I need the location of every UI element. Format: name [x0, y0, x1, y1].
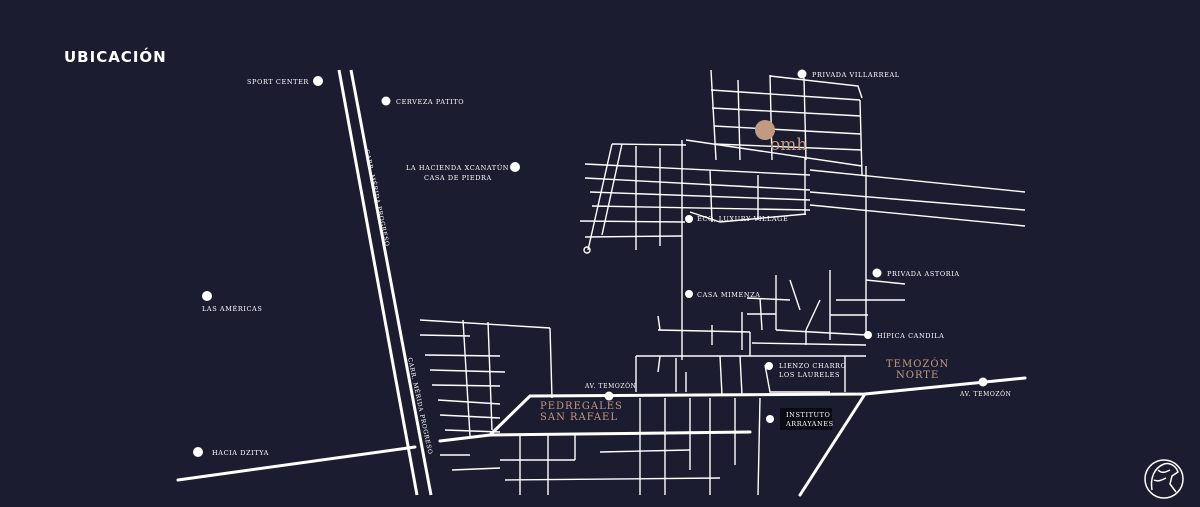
- road-label-av-temozon-left: AV. TEMOZÓN: [584, 382, 637, 390]
- label-las-americas: LAS AMÉRICAS: [202, 304, 262, 313]
- label-hacienda-line2: CASA DE PIEDRA: [424, 174, 492, 182]
- label-hacia-dzitya: HACIA DZITYA: [212, 449, 269, 457]
- marker-sport-center[interactable]: [313, 76, 323, 86]
- marker-lienzo-charro[interactable]: [765, 362, 773, 370]
- marker-cerveza-patito[interactable]: [381, 96, 391, 106]
- horse-head-icon: [1144, 459, 1184, 499]
- marker-hacienda-xcanatun[interactable]: [510, 162, 520, 172]
- marker-hipica-candila[interactable]: [864, 331, 872, 339]
- marker-las-americas[interactable]: [202, 291, 212, 301]
- place-markers: [193, 69, 988, 457]
- highway-carr-merida-progreso: [337, 69, 433, 496]
- label-cerveza-patito: CERVEZA PATITO: [396, 98, 464, 106]
- marker-casa-mimenza[interactable]: [685, 290, 693, 298]
- area-pedregales-line1: PEDREGALES: [540, 401, 623, 412]
- marker-instituto-arrayanes[interactable]: [766, 415, 774, 423]
- label-lienzo-line1: LIENZO CHARRO: [779, 362, 846, 370]
- area-temozon-line1: TEMOZÓN: [886, 358, 949, 370]
- area-temozon-line2: NORTE: [896, 370, 939, 381]
- marker-privada-villarreal[interactable]: [797, 69, 807, 79]
- label-privada-astoria: PRIVADA ASTORIA: [887, 270, 960, 278]
- main-roads: [176, 376, 1027, 497]
- label-casa-mimenza: CASA MIMENZA: [697, 291, 761, 299]
- street-grid: [419, 69, 1026, 496]
- marker-av-temozon-right[interactable]: [978, 377, 988, 387]
- label-hacienda-line1: LA HACIENDA XCANATÚN: [406, 163, 509, 172]
- road-end-marker: [583, 246, 591, 254]
- omh-brand-label: omh: [770, 135, 807, 155]
- label-hipica-candila: HÍPICA CANDILA: [877, 331, 944, 340]
- road-label-av-temozon-right: AV. TEMOZÓN: [959, 390, 1012, 398]
- marker-privada-astoria[interactable]: [872, 268, 882, 278]
- omh-dot-icon: [755, 120, 775, 140]
- instituto-arrayanes-box: INSTITUTO ARRAYANES: [780, 408, 834, 430]
- label-sport-center: SPORT CENTER: [247, 78, 309, 86]
- page-title: UBICACIÓN: [64, 48, 167, 66]
- label-eco-luxury-village: ECO, LUXURY VILLAGE: [697, 215, 788, 223]
- marker-hacia-dzitya[interactable]: [193, 447, 203, 457]
- marker-eco-luxury-village[interactable]: [685, 215, 693, 223]
- label-lienzo-line2: LOS LAURELES: [779, 371, 840, 379]
- label-instituto-line2: ARRAYANES: [785, 420, 834, 428]
- label-privada-villarreal: PRIVADA VILLARREAL: [812, 71, 900, 79]
- area-pedregales-line2: SAN RAFAEL: [540, 412, 618, 423]
- label-instituto-line1: INSTITUTO: [786, 411, 831, 419]
- omh-location-marker[interactable]: omh: [755, 120, 807, 155]
- marker-av-temozon-left[interactable]: [604, 391, 614, 401]
